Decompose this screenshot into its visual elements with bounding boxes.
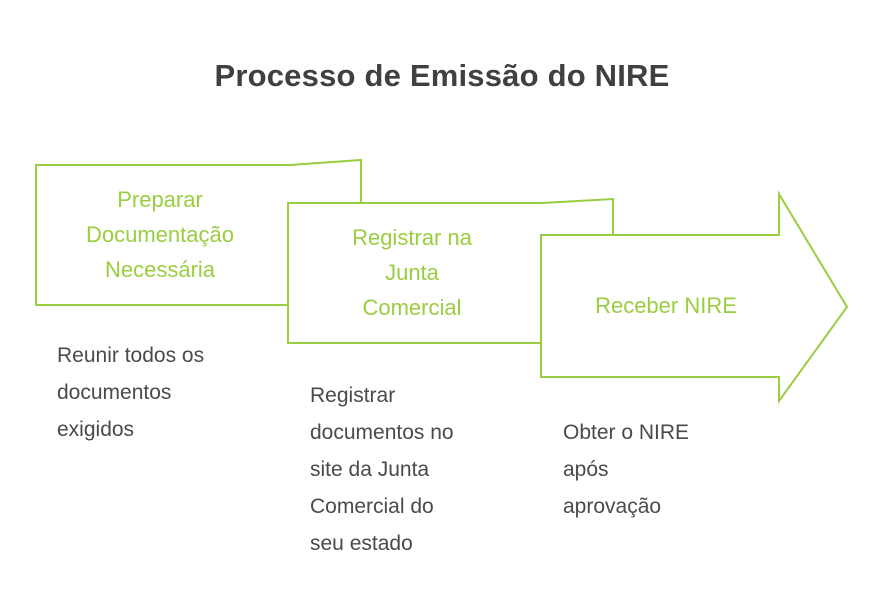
stage-label-1: Preparar Documentação Necessária [86,187,234,282]
page-title: Processo de Emissão do NIRE [214,58,670,93]
stage-label-2: Registrar na Junta Comercial [352,225,472,320]
stage-description-3: Obter o NIRE após aprovação [563,421,690,518]
stage-description-2: Registrar documentos no site da Junta Co… [310,384,454,555]
stage-label-3: Receber NIRE [595,293,737,318]
stage-description-1: Reunir todos os documentos exigidos [57,344,205,441]
arrow-shape-stage-3[interactable] [540,190,849,405]
